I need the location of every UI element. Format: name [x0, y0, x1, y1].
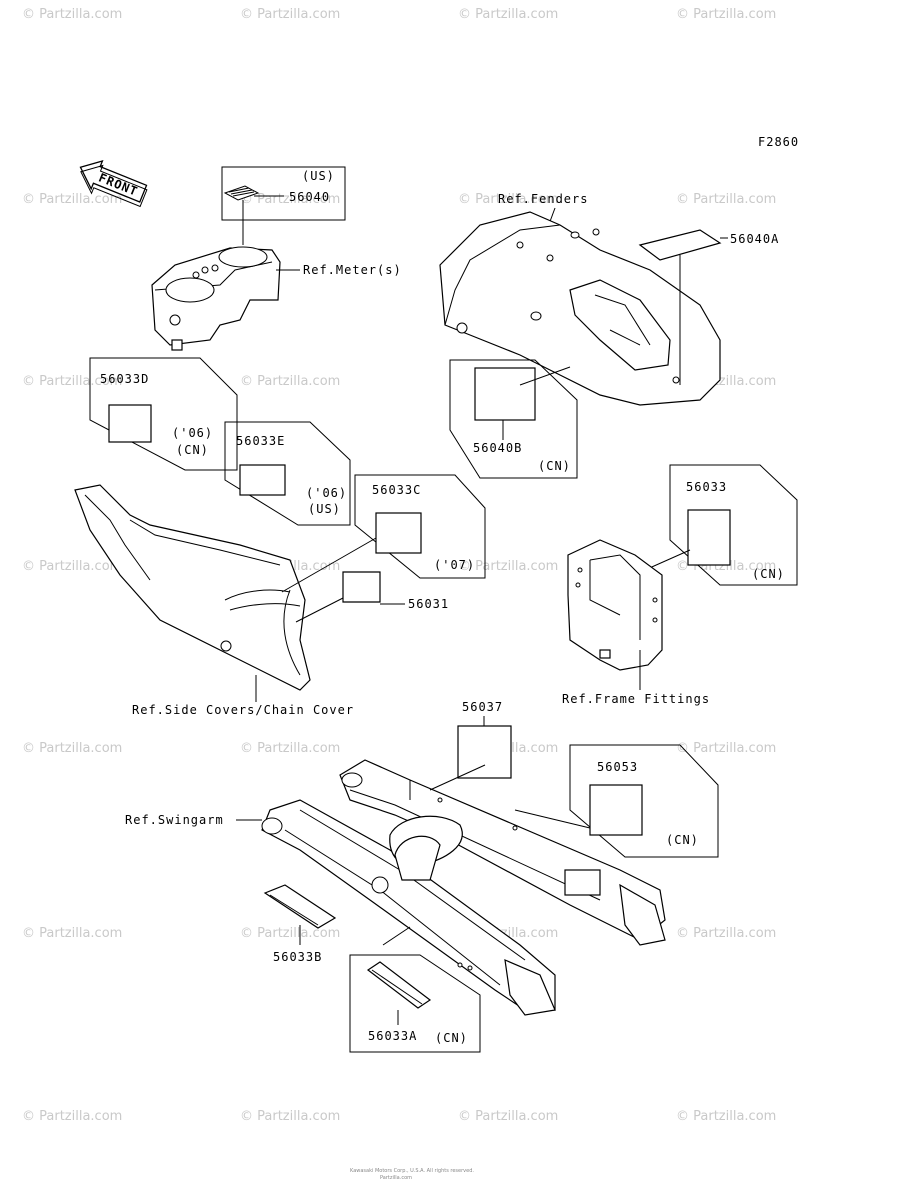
- watermark: © Partzilla.com: [22, 559, 122, 574]
- region-label-cn: (CN): [435, 1031, 468, 1045]
- part-number-56040a: 56040A: [730, 232, 779, 246]
- part-number-56033e: 56033E: [236, 434, 285, 448]
- watermark: © Partzilla.com: [458, 192, 558, 207]
- swingarm-part: [261, 759, 666, 1016]
- watermark: © Partzilla.com: [676, 1109, 776, 1124]
- frame-fitting-part: [567, 539, 663, 671]
- watermark: © Partzilla.com: [22, 374, 122, 389]
- side-cover-part: [74, 484, 311, 691]
- part-number-56031: 56031: [408, 597, 449, 611]
- watermark: © Partzilla.com: [240, 926, 340, 941]
- year-label-06: ('06): [306, 486, 347, 500]
- ref-meter-label: Ref.Meter(s): [303, 263, 402, 277]
- callout-box-56033: [669, 464, 798, 586]
- region-label-cn: (CN): [752, 567, 785, 581]
- part-number-56040b: 56040B: [473, 441, 522, 455]
- watermark: © Partzilla.com: [676, 926, 776, 941]
- region-label-us: (US): [308, 502, 341, 516]
- ref-fenders-label: Ref.Fenders: [498, 192, 588, 206]
- part-number-56053: 56053: [597, 760, 638, 774]
- watermark-layer: © Partzilla.com © Partzilla.com © Partzi…: [22, 7, 776, 1124]
- callout-box-56053: [569, 744, 719, 858]
- watermark: © Partzilla.com: [676, 741, 776, 756]
- watermark: © Partzilla.com: [22, 741, 122, 756]
- watermark: © Partzilla.com: [458, 1109, 558, 1124]
- watermark: © Partzilla.com: [240, 741, 340, 756]
- meter-cover-part: [151, 246, 281, 351]
- part-number-56040: 56040: [289, 190, 330, 204]
- part-number-56033d: 56033D: [100, 372, 149, 386]
- ref-frame-fittings-label: Ref.Frame Fittings: [562, 692, 710, 706]
- copyright-line: Kawasaki Motors Corp., U.S.A. All rights…: [350, 1168, 474, 1174]
- part-number-56037: 56037: [462, 700, 503, 714]
- copyright-line: Partzilla.com: [380, 1175, 412, 1181]
- label-56031: [342, 571, 381, 603]
- label-56033b: [263, 884, 337, 929]
- ref-side-covers-label: Ref.Side Covers/Chain Cover: [132, 703, 354, 717]
- region-label-cn: (CN): [538, 459, 571, 473]
- region-label-us: (US): [302, 169, 335, 183]
- label-56037: [457, 725, 512, 779]
- region-label-cn: (CN): [666, 833, 699, 847]
- part-number-56033c: 56033C: [372, 483, 421, 497]
- callout-box-56033e: [224, 421, 351, 526]
- figure-code: F2860: [758, 135, 799, 149]
- watermark: © Partzilla.com: [22, 192, 122, 207]
- year-label-07: ('07): [434, 558, 475, 572]
- callout-box-56040: [221, 166, 346, 221]
- watermark: © Partzilla.com: [240, 1109, 340, 1124]
- callout-box-56033a: [349, 954, 481, 1053]
- watermark: © Partzilla.com: [676, 7, 776, 22]
- rear-fender-part: [439, 211, 721, 406]
- callout-box-56033d: [89, 357, 238, 471]
- watermark: © Partzilla.com: [240, 7, 340, 22]
- year-label-06: ('06): [172, 426, 213, 440]
- part-number-56033a: 56033A: [368, 1029, 417, 1043]
- callout-box-56033c: [354, 474, 486, 579]
- ref-swingarm-label: Ref.Swingarm: [125, 813, 224, 827]
- watermark: © Partzilla.com: [240, 374, 340, 389]
- watermark: © Partzilla.com: [676, 192, 776, 207]
- callout-box-56040b: [449, 359, 578, 479]
- watermark: © Partzilla.com: [22, 1109, 122, 1124]
- watermark: © Partzilla.com: [458, 559, 558, 574]
- watermark: © Partzilla.com: [458, 7, 558, 22]
- region-label-cn: (CN): [176, 443, 209, 457]
- part-number-56033b: 56033B: [273, 950, 322, 964]
- label-56033a: [366, 961, 432, 1009]
- label-56040a: [638, 229, 722, 261]
- watermark: © Partzilla.com: [22, 7, 122, 22]
- front-arrow-icon: FRONT: [79, 160, 148, 208]
- part-number-56033: 56033: [686, 480, 727, 494]
- watermark: © Partzilla.com: [22, 926, 122, 941]
